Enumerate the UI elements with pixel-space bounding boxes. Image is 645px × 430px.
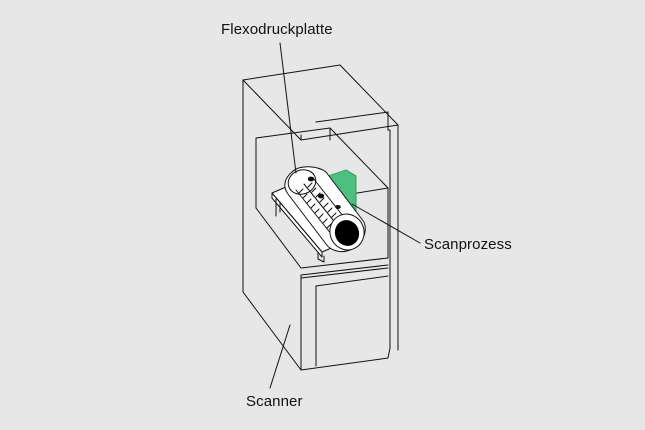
leader-scan: [351, 203, 421, 244]
label-scanner: Scanner: [246, 393, 303, 410]
cabinet-top: [242, 64, 399, 141]
cabinet-back-panel-rim: [387, 129, 391, 349]
plate-motif-3: [335, 205, 341, 209]
cylinder-back-end: [287, 169, 317, 195]
leader-lines: [269, 42, 421, 389]
scanner-base: [300, 264, 391, 371]
leader-plate: [279, 42, 297, 174]
base-top-edge: [300, 267, 389, 279]
scan-beam-edge: [345, 169, 357, 214]
base-bottom-edge: [300, 347, 391, 371]
plate-motif-1: [307, 176, 315, 182]
leader-scanner: [269, 324, 291, 389]
cylinder-bore: [334, 220, 360, 246]
plate-motif-2: [317, 193, 325, 199]
cradle-leg-back: [275, 198, 281, 217]
cabinet-back-panel: [315, 111, 389, 131]
scanner-cabinet: [242, 64, 399, 371]
chamber-floor: [255, 207, 389, 269]
base-front-line: [300, 264, 389, 279]
cradle-rail-front: [271, 192, 323, 258]
base-inner-panel: [315, 275, 389, 367]
flexo-cylinder: [284, 166, 366, 253]
cradle-leg-front: [317, 252, 325, 263]
cabinet-left-side: [242, 79, 302, 371]
label-flexodruckplatte: Flexodruckplatte: [221, 21, 333, 38]
label-scanprozess: Scanprozess: [424, 236, 512, 253]
